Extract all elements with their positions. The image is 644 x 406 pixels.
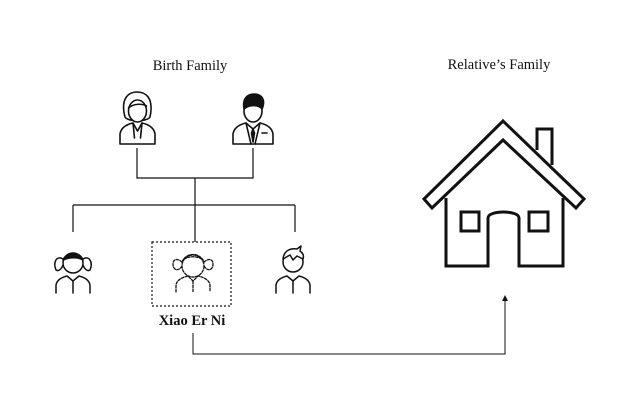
move-arrow (192, 295, 508, 355)
xiao-er-ni-highlight-box (151, 241, 232, 307)
parents-connector (136, 148, 254, 179)
man-in-suit-icon (232, 93, 274, 145)
birth-family-title: Birth Family (152, 58, 228, 74)
house-icon (421, 118, 587, 268)
family-tree-connectors (72, 148, 296, 242)
child-name-label: Xiao Er Ni (158, 313, 226, 329)
girl-with-braids-icon (172, 253, 214, 293)
relative-family-title: Relative’s Family (447, 57, 551, 73)
boy-icon (275, 245, 311, 294)
girl-with-pigtails-icon (54, 252, 92, 294)
woman-icon (119, 91, 156, 145)
